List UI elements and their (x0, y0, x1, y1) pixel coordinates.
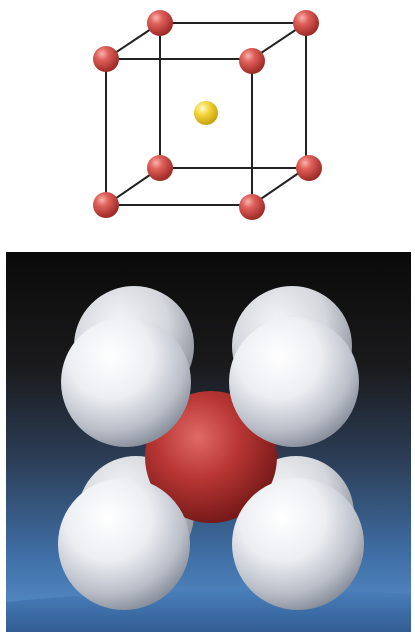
large-sphere-front-bottom-left (58, 478, 190, 610)
large-sphere-front-bottom-right (232, 478, 364, 610)
corner-atom-back-bottom-left (147, 155, 173, 181)
corner-atom-front-bottom-left (93, 192, 119, 218)
space-filling-model-photo (6, 252, 411, 632)
center-atom (194, 101, 218, 125)
unit-cell-svg (0, 0, 415, 245)
corner-atom-front-top-right (239, 48, 265, 74)
corner-atom-front-bottom-right (239, 194, 265, 220)
corner-atom-back-bottom-right (296, 155, 322, 181)
large-sphere-front-top-left (61, 317, 191, 447)
photo-svg (6, 252, 411, 632)
unit-cell-diagram (0, 0, 415, 245)
corner-atom-back-top-right (293, 10, 319, 36)
large-sphere-front-top-right (229, 317, 359, 447)
corner-atom-front-top-left (93, 46, 119, 72)
corner-atom-back-top-left (147, 10, 173, 36)
